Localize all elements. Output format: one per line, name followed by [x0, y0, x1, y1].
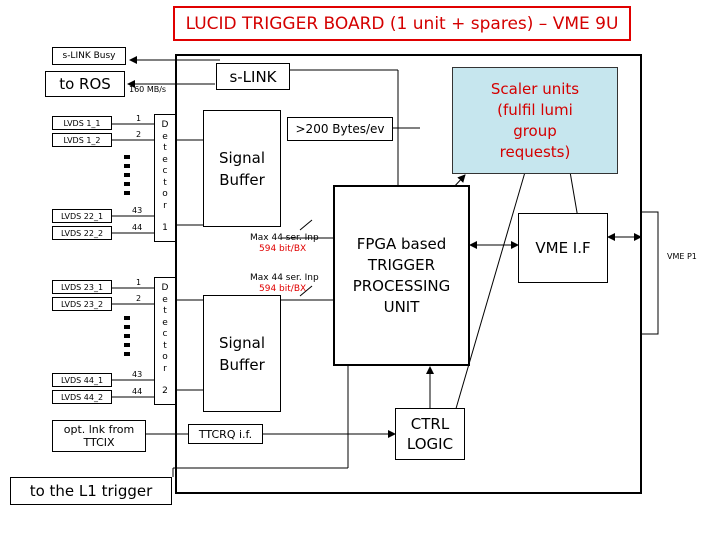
bytes-per-event-box: >200 Bytes/ev [287, 117, 393, 141]
channel-number: 44 [132, 223, 143, 232]
detector-letter: r [163, 363, 167, 374]
detector-letter: e [162, 294, 168, 305]
lvds-input: LVDS 22_2 [52, 226, 112, 240]
detector-1-box: D e t e c t o r 1 [154, 114, 176, 242]
detector-number: 2 [162, 386, 168, 396]
vme-p1-connector [641, 211, 659, 335]
signal-buffer-1: Signal Buffer [203, 110, 281, 227]
detector-letter: e [162, 317, 168, 328]
ttcrq-box: TTCRQ i.f. [188, 424, 263, 444]
page-title: LUCID TRIGGER BOARD (1 unit + spares) – … [173, 6, 631, 41]
detector-letter: D [161, 283, 169, 293]
detector-letter: c [162, 329, 168, 339]
channel-number: 1 [136, 114, 142, 123]
max-ser-label-1: Max 44 ser. Inp [250, 233, 319, 243]
channel-number: 1 [136, 278, 142, 287]
bits-label-1: 594 bit/BX [259, 244, 307, 254]
detector-letter: e [162, 154, 168, 165]
detector-letter: c [162, 166, 168, 176]
detector-letter: D [161, 120, 169, 130]
detector-letter: o [162, 189, 168, 199]
lvds-input: LVDS 22_1 [52, 209, 112, 223]
detector-1-letters: D e t e c t o r 1 [162, 120, 169, 235]
channel-number: 44 [132, 387, 143, 396]
rate-label: 160 MB/s [129, 85, 167, 94]
max-ser-label-2: Max 44 ser. Inp [250, 273, 319, 283]
ellipsis-marks-2 [124, 316, 130, 356]
lvds-input: LVDS 23_1 [52, 280, 112, 294]
l1-trigger-box: to the L1 trigger [10, 477, 172, 505]
lvds-input: LVDS 23_2 [52, 297, 112, 311]
bits-label-2: 594 bit/BX [259, 284, 307, 294]
channel-number: 2 [136, 294, 142, 303]
lvds-input: LVDS 1_1 [52, 116, 112, 130]
detector-letter: t [163, 306, 167, 316]
fpga-trigger-unit: FPGA based TRIGGER PROCESSING UNIT [333, 185, 470, 366]
vme-p1-label: VME P1 [667, 252, 697, 261]
ellipsis-marks-1 [124, 155, 130, 195]
detector-2-box: D e t e c t o r 2 [154, 277, 176, 405]
channel-number: 2 [136, 130, 142, 139]
detector-letter: t [163, 340, 167, 351]
main-board-frame [175, 54, 642, 494]
detector-letter: o [162, 352, 168, 362]
signal-buffer-2: Signal Buffer [203, 295, 281, 412]
to-ros-box: to ROS [45, 71, 125, 97]
detector-letter: e [162, 131, 168, 142]
detector-letter: t [163, 177, 167, 188]
channel-number: 43 [132, 206, 143, 215]
slink-busy-box: s-LINK Busy [52, 47, 126, 65]
lvds-input: LVDS 1_2 [52, 133, 112, 147]
ctrl-logic-box: CTRL LOGIC [395, 408, 465, 460]
detector-letter: t [163, 143, 167, 153]
detector-number: 1 [162, 223, 168, 233]
detector-letter [162, 375, 169, 386]
detector-letter: r [163, 200, 167, 211]
slink-box: s-LINK [216, 63, 290, 90]
scaler-units-box: Scaler units (fulfil lumi group requests… [452, 67, 618, 174]
detector-2-letters: D e t e c t o r 2 [162, 283, 169, 398]
channel-number: 43 [132, 370, 143, 379]
lvds-input: LVDS 44_2 [52, 390, 112, 404]
lvds-input: LVDS 44_1 [52, 373, 112, 387]
detector-letter [162, 212, 169, 223]
vme-if-box: VME I.F [518, 213, 608, 283]
opt-link-box: opt. lnk from TTCIX [52, 420, 146, 452]
